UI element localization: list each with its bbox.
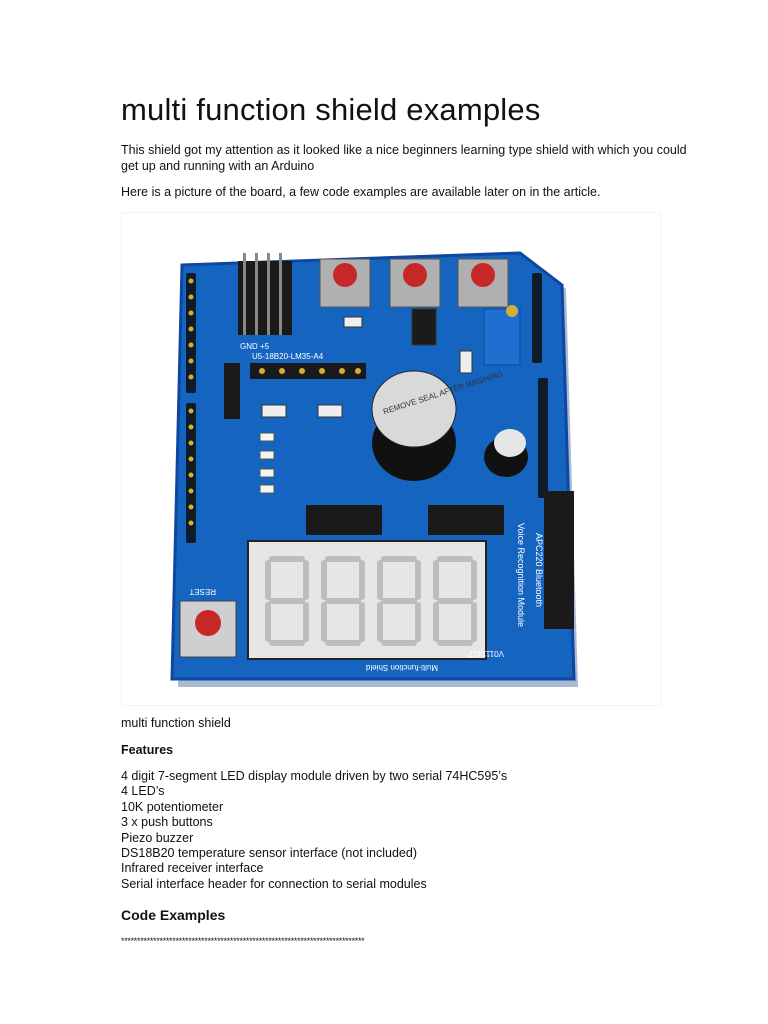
board-photo: GND +5 bbox=[121, 212, 661, 706]
shield-name-label: Multi-function Shield bbox=[366, 663, 438, 672]
voice-label: Voice Recognition Module bbox=[516, 523, 526, 627]
intro-paragraph: This shield got my attention as it looke… bbox=[121, 143, 687, 173]
sensor-header: U5-18B20-LM35-A4 bbox=[250, 352, 366, 379]
piezo-buzzer: REMOVE SEAL AFTER WASHING bbox=[371, 369, 504, 481]
bluetooth-label: APC220 Bluetooth bbox=[534, 533, 544, 607]
display-model-label: V0111412 bbox=[468, 649, 504, 658]
right-header-pins bbox=[532, 273, 548, 498]
list-item: Serial interface header for connection t… bbox=[121, 876, 427, 891]
list-item: Piezo buzzer bbox=[121, 830, 194, 845]
shift-register-chips bbox=[306, 505, 504, 535]
picture-intro-paragraph: Here is a picture of the board, a few co… bbox=[121, 185, 601, 199]
push-buttons bbox=[319, 258, 509, 308]
serial-header: APC220 Bluetooth Voice Recognition Modul… bbox=[516, 491, 574, 629]
capacitor bbox=[484, 429, 528, 477]
code-examples-heading: Code Examples bbox=[121, 907, 226, 923]
list-item: 10K potentiometer bbox=[121, 799, 224, 814]
reset-label: RESET bbox=[189, 587, 216, 596]
status-leds bbox=[259, 432, 275, 494]
features-heading: Features bbox=[121, 743, 174, 757]
gnd5-label: GND +5 bbox=[240, 342, 270, 351]
list-item: 3 x push buttons bbox=[121, 815, 213, 830]
figure-caption: multi function shield bbox=[121, 716, 231, 730]
list-item: Infrared receiver interface bbox=[121, 861, 264, 876]
list-item: 4 LED’s bbox=[121, 784, 165, 799]
seven-segment-display bbox=[247, 540, 487, 660]
list-item: 4 digit 7-segment LED display module dri… bbox=[121, 769, 508, 783]
page-title: multi function shield examples bbox=[121, 92, 541, 127]
jumper-header bbox=[224, 363, 240, 419]
potentiometer bbox=[483, 305, 521, 366]
pin-header-block bbox=[238, 253, 292, 335]
list-item: DS18B20 temperature sensor interface (no… bbox=[121, 846, 417, 861]
reset-button: RESET bbox=[179, 587, 237, 658]
sensor-label: U5-18B20-LM35-A4 bbox=[252, 352, 324, 361]
separator-line: ****************************************… bbox=[121, 936, 365, 946]
board-illustration: GND +5 bbox=[170, 251, 578, 687]
features-list: 4 digit 7-segment LED display module dri… bbox=[121, 769, 507, 892]
